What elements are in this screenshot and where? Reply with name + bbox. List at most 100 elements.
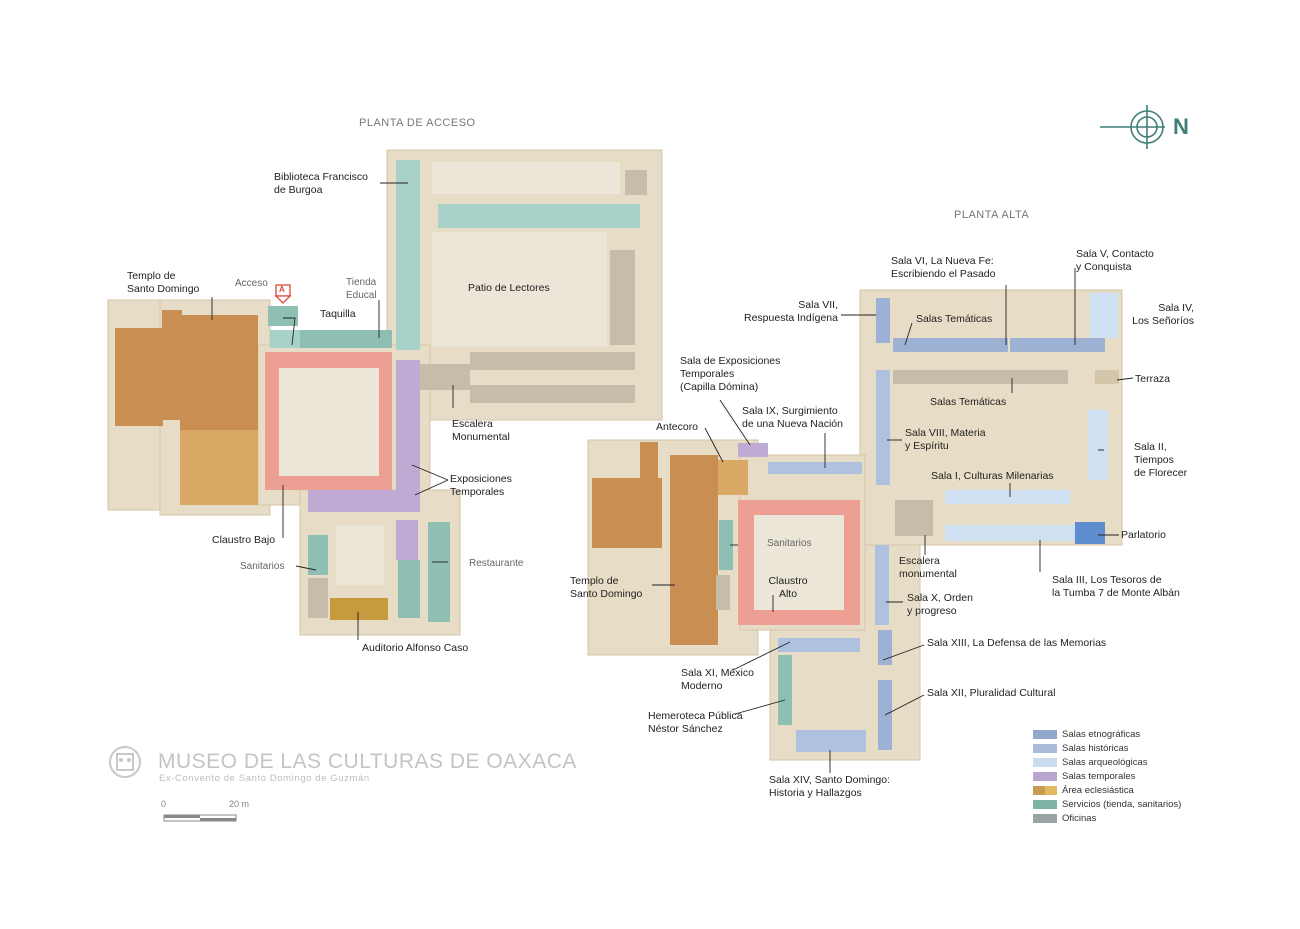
taquilla-area	[270, 330, 300, 348]
ground-sanitarios	[308, 535, 328, 575]
label-parlatorio: Parlatorio	[1121, 529, 1166, 541]
capilla-domina	[738, 443, 768, 457]
sala-14	[796, 730, 866, 752]
legend-swatch	[1033, 799, 1057, 809]
label-sala-1: Sala I, Culturas Milenarias	[931, 470, 1054, 482]
ground-office-ne	[625, 170, 647, 195]
escalera-monumental-upper	[895, 500, 933, 536]
legend-item: Salas históricas	[1033, 741, 1181, 755]
biblioteca-wing	[396, 160, 420, 350]
ground-templo-lateral	[162, 310, 182, 420]
label-patio-lectores: Patio de Lectores	[468, 282, 550, 294]
legend-item: Salas etnográficas	[1033, 727, 1181, 741]
exposiciones-temporales-south2	[396, 520, 418, 560]
museum-subtitle: Ex-Convento de Santo Domingo de Guzmán	[159, 773, 370, 784]
exposiciones-temporales-south	[308, 490, 420, 512]
sala-10	[875, 545, 889, 625]
ground-offices-row2	[470, 385, 635, 403]
legend-item: Salas arqueológicas	[1033, 755, 1181, 769]
legend-item: Salas temporales	[1033, 769, 1181, 783]
claustro-bajo-garden	[279, 368, 379, 476]
legend-label: Salas temporales	[1062, 770, 1136, 782]
claustro-alto-garden	[754, 515, 844, 610]
scale-start: 0	[161, 799, 167, 809]
acceso-area	[268, 306, 298, 326]
salas-tematicas-mid	[893, 370, 1068, 384]
label-antecoro: Antecoro	[656, 421, 699, 433]
legend-swatch	[1033, 743, 1057, 753]
patio-lectores-main	[432, 232, 607, 347]
legend-swatch	[1033, 757, 1057, 767]
legend-label: Salas históricas	[1062, 742, 1129, 754]
legend-label: Salas etnográficas	[1062, 728, 1141, 740]
terraza	[1095, 370, 1119, 384]
salas-tematicas-north	[893, 338, 1008, 352]
compass-north-letter: N	[1173, 114, 1189, 139]
hemeroteca	[778, 655, 792, 725]
exposiciones-temporales-east	[396, 360, 420, 490]
ground-offices-east	[610, 250, 635, 345]
legend-item: Servicios (tienda, sanitarios)	[1033, 797, 1181, 811]
legend-label: Área eclesiástica	[1062, 784, 1134, 796]
sala-6	[1010, 338, 1070, 352]
upper-floor-title: PLANTA ALTA	[954, 209, 1030, 221]
legend-label: Oficinas	[1062, 812, 1097, 824]
label-sanitarios-upper: Sanitarios	[767, 538, 812, 549]
upper-templo-chapels2	[640, 442, 658, 482]
legend-swatch	[1033, 771, 1057, 781]
ground-south-court	[336, 525, 384, 585]
ground-offices-row	[470, 352, 635, 370]
legend-swatch	[1033, 729, 1057, 739]
patio-lectores	[432, 162, 620, 194]
label-taquilla: Taquilla	[320, 308, 356, 320]
label-sala-14: Sala XIV, Santo Domingo:Historia y Halla…	[769, 774, 891, 799]
auditorio-alfonso-caso	[330, 598, 388, 620]
legend-label: Salas arqueológicas	[1062, 756, 1148, 768]
sala-4	[1090, 293, 1118, 338]
label-sala-7: Sala VII,Respuesta Indígena	[744, 299, 838, 324]
ground-floor-plan	[107, 149, 663, 636]
sala-5	[1070, 338, 1105, 352]
patio-lectores-rooms	[438, 204, 640, 228]
museum-logo-icon	[109, 746, 141, 778]
upper-templo-nave	[670, 455, 718, 645]
map-legend: Salas etnográficas Salas históricas Sala…	[1033, 727, 1181, 825]
label-salas-tematicas-1: Salas Temáticas	[916, 313, 993, 325]
acceso-marker-icon	[274, 284, 292, 304]
label-terraza: Terraza	[1135, 373, 1171, 385]
legend-item: Área eclesiástica	[1033, 783, 1181, 797]
tienda-educal-area	[300, 330, 392, 348]
legend-swatch	[1033, 785, 1057, 795]
scale-bar	[163, 814, 237, 822]
sala-3	[945, 525, 1075, 541]
legend-swatch	[1033, 813, 1057, 823]
parlatorio	[1075, 522, 1105, 544]
label-acceso: Acceso	[235, 278, 268, 289]
label-claustro-bajo: Claustro Bajo	[212, 534, 276, 546]
ground-sanitarios-south	[308, 578, 328, 618]
sala-1	[945, 490, 1070, 504]
upper-sanitarios	[719, 520, 733, 570]
sala-2	[1088, 410, 1108, 480]
label-restaurante: Restaurante	[469, 558, 524, 569]
sala-13	[878, 630, 892, 665]
sala-7	[876, 298, 890, 343]
acceso-marker-letter: A	[279, 285, 285, 294]
antecoro-area	[718, 460, 748, 495]
